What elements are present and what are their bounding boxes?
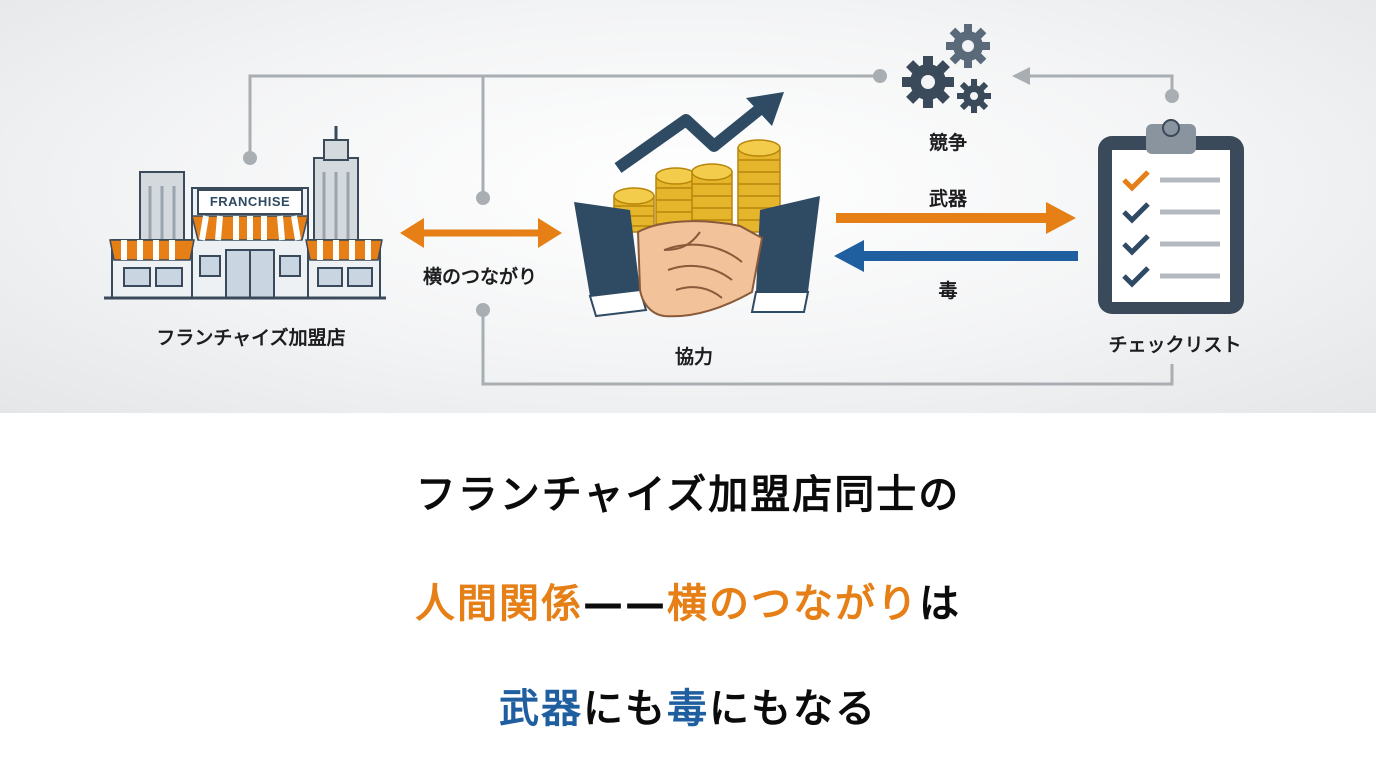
connector-arrowhead bbox=[1012, 67, 1030, 85]
weapon-arrow-icon bbox=[836, 202, 1076, 234]
connector-dots bbox=[243, 69, 1179, 317]
headline-line-1: フランチャイズ加盟店同士の bbox=[0, 447, 1376, 543]
headline-segment: にもなる bbox=[709, 686, 877, 732]
store-sign-text: FRANCHISE bbox=[209, 194, 291, 209]
headline-segment: 武器 bbox=[499, 686, 583, 732]
headline-segment: 毒 bbox=[667, 686, 709, 732]
headline-segment: にも bbox=[583, 686, 667, 732]
coins-icon bbox=[613, 139, 781, 233]
headline-line-3: 武器にも毒にもなる bbox=[0, 661, 1376, 757]
competition-label: 競争 bbox=[928, 132, 967, 154]
headline-dash: —— bbox=[583, 581, 667, 627]
trend-arrow-icon bbox=[614, 92, 784, 173]
handshake-icon bbox=[574, 196, 820, 318]
checklist-label: チェックリスト bbox=[1108, 334, 1242, 356]
clipboard-checklist-icon bbox=[1098, 119, 1244, 314]
headline-segment: フランチャイズ加盟店同士の bbox=[415, 472, 961, 518]
poison-arrow-icon bbox=[834, 240, 1078, 272]
headline-segment: 人間関係 bbox=[415, 581, 583, 627]
headline: フランチャイズ加盟店同士の 人間関係——横のつながりは 武器にも毒にもなる bbox=[0, 413, 1376, 768]
store-icon bbox=[104, 126, 386, 300]
double-arrow-icon bbox=[400, 218, 562, 248]
cooperation-label: 協力 bbox=[674, 346, 713, 368]
illustration-panel: FRANCHISE フランチャイズ加盟店 横のつながり 協力 競争 武器 毒 チ… bbox=[0, 0, 1376, 413]
gears-icon bbox=[902, 24, 991, 113]
diagram-art bbox=[104, 24, 1244, 386]
horizontal-link-label: 横のつながり bbox=[422, 266, 537, 288]
weapon-label: 武器 bbox=[928, 188, 967, 210]
headline-line-2: 人間関係——横のつながりは bbox=[0, 556, 1376, 652]
store-label: フランチャイズ加盟店 bbox=[156, 327, 346, 349]
headline-segment: 横のつながり bbox=[667, 581, 919, 627]
headline-segment: は bbox=[919, 581, 961, 627]
poison-label: 毒 bbox=[938, 280, 958, 302]
